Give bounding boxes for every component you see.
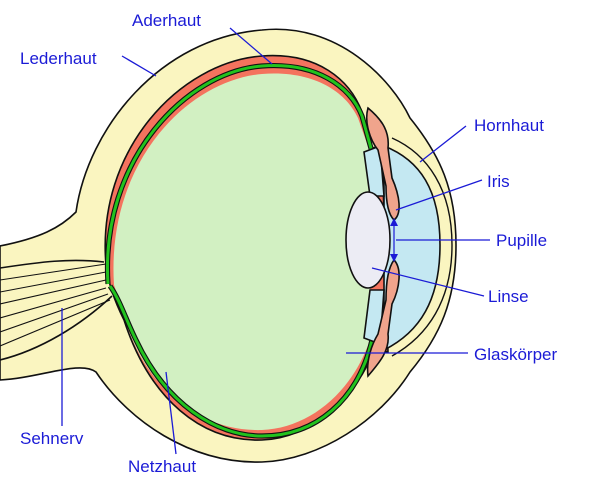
retina-line-lower-fill xyxy=(108,285,374,438)
leader-lederhaut xyxy=(121,55,157,77)
label-sehnerv: Sehnerv xyxy=(20,429,84,448)
pupil-arrow-head-bottom xyxy=(390,254,398,262)
retina-line-fill xyxy=(106,64,374,285)
label-pupille: Pupille xyxy=(496,231,547,250)
vitreous-shape xyxy=(113,73,381,431)
cornea-outer-band xyxy=(391,137,453,357)
optic-nerve-outline-bottom xyxy=(0,295,113,361)
iris-lower xyxy=(366,258,400,378)
label-linse: Linse xyxy=(488,287,529,306)
label-hornhaut: Hornhaut xyxy=(474,116,544,135)
leader-hornhaut xyxy=(419,125,467,163)
ciliary-upper xyxy=(363,144,385,197)
leader-netzhaut xyxy=(165,371,177,455)
label-netzhaut: Netzhaut xyxy=(128,457,196,476)
label-glaskoerper: Glaskörper xyxy=(474,345,557,364)
label-aderhaut: Aderhaut xyxy=(132,11,201,30)
leader-aderhaut xyxy=(229,27,273,65)
leader-linse xyxy=(371,267,485,297)
lens-shape xyxy=(345,191,391,289)
label-iris: Iris xyxy=(487,172,510,191)
label-lederhaut: Lederhaut xyxy=(20,49,97,68)
leader-iris xyxy=(395,179,483,211)
optic-nerve-fibers xyxy=(0,263,111,347)
pupil-arrow-head-top xyxy=(390,218,398,226)
optic-nerve-outline-top xyxy=(0,259,105,269)
